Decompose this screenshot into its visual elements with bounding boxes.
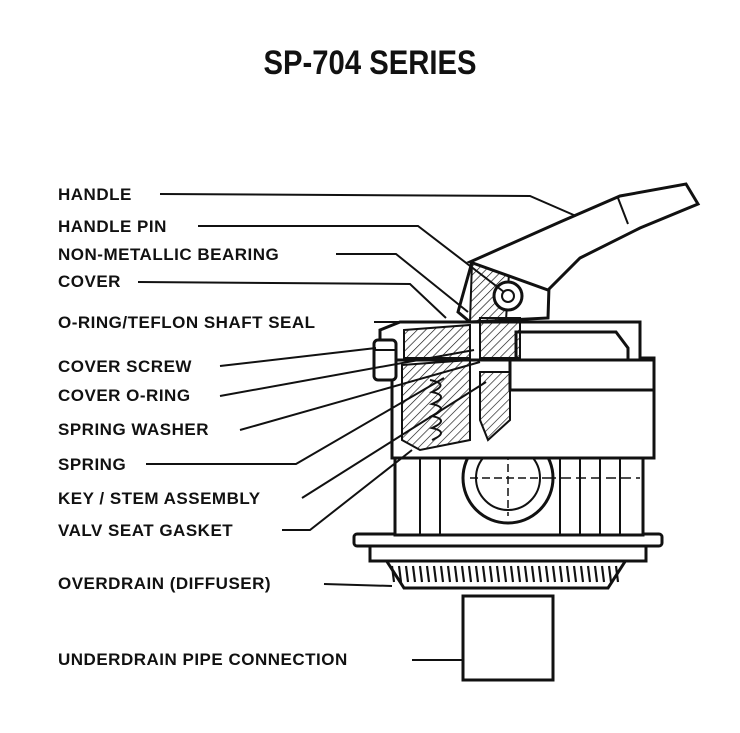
diffuser-tooth [474,565,480,583]
valve-handle [465,182,701,292]
diffuser-tooth [502,565,508,583]
diffuser-tooth [544,565,550,583]
diffuser-tooth [467,565,473,583]
diffuser-tooth [390,565,396,583]
label-spring-washer: SPRING WASHER [58,420,209,439]
label-cover-screw: COVER SCREW [58,357,192,376]
diffuser-tooth [600,565,606,583]
label-cover-o-ring: COVER O-RING [58,386,191,405]
diffuser-tooth [446,565,452,583]
diffuser-tooth [411,565,417,583]
diffuser-tooth [481,565,487,583]
diffuser-tooth [460,565,466,583]
label-underdrain-pipe-connection: UNDERDRAIN PIPE CONNECTION [58,650,348,669]
diffuser-tooth [537,565,543,583]
diffuser-tooth [565,565,571,583]
label-o-ring-teflon-shaft-seal: O-RING/TEFLON SHAFT SEAL [58,313,316,332]
diffuser-tooth [607,565,613,583]
label-handle-pin: HANDLE PIN [58,217,167,236]
diffuser-tooth [488,565,494,583]
diffuser-tooth [397,565,403,583]
label-overdrain-diffuser: OVERDRAIN (DIFFUSER) [58,574,271,593]
underdrain-pipe [461,594,555,682]
label-key-stem-assembly: KEY / STEM ASSEMBLY [58,489,261,508]
part-labels: HANDLE HANDLE PIN NON-METALLIC BEARING C… [58,185,348,669]
label-spring: SPRING [58,455,126,474]
label-valv-seat-gasket: VALV SEAT GASKET [58,521,233,540]
diffuser-tooth [439,565,445,583]
diffuser-tooth [593,565,599,583]
diffuser-tooth [509,565,515,583]
valve-lower-body [393,431,645,537]
diffuser-tooth [579,565,585,583]
diffuser-tooth [432,565,438,583]
label-cover: COVER [58,272,121,291]
diffuser-tooth [418,565,424,583]
diffuser-tooth [572,565,578,583]
diffuser-tooth [558,565,564,583]
diffuser-tooth [516,565,522,583]
label-non-metallic-bearing: NON-METALLIC BEARING [58,245,279,264]
diffuser-tooth [453,565,459,583]
diffuser-tooth [425,565,431,583]
diffuser-tooth [404,565,410,583]
diffuser-tooth [614,565,620,583]
leader-lines [137,193,577,661]
diffuser-tooth [586,565,592,583]
diffuser-tooth [551,565,557,583]
diagram-title: SP-704 SERIES [263,44,477,82]
diffuser-tooth [523,565,529,583]
diffuser-tooth [495,565,501,583]
overdrain-diffuser [352,532,664,590]
diffuser-tooth [530,565,536,583]
label-handle: HANDLE [58,185,132,204]
valve-upper-body [390,356,656,460]
